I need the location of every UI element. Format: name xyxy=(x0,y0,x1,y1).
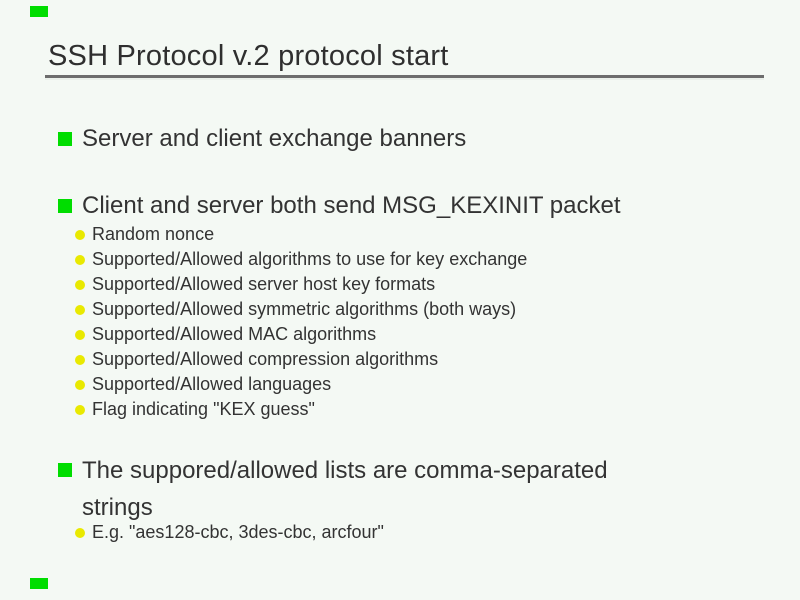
yellow-dot-bullet-icon xyxy=(75,279,85,290)
bullet-label: Client and server both send MSG_KEXINIT … xyxy=(82,191,621,219)
yellow-dot-bullet-icon xyxy=(75,329,85,340)
bullet-item: Client and server both send MSG_KEXINIT … xyxy=(58,191,621,220)
sub-bullet-list: E.g. "aes128-cbc, 3des-cbc, arcfour" xyxy=(75,520,384,545)
green-marker-bottom-icon xyxy=(30,578,48,589)
sub-bullet-list: Random nonce Supported/Allowed algorithm… xyxy=(75,222,527,422)
sub-bullet-item: Supported/Allowed algorithms to use for … xyxy=(75,247,527,272)
title-rule xyxy=(45,75,764,80)
sub-bullet-item: Supported/Allowed server host key format… xyxy=(75,272,527,297)
sub-bullet-label: Random nonce xyxy=(92,224,215,244)
sub-bullet-item: E.g. "aes128-cbc, 3des-cbc, arcfour" xyxy=(75,520,384,545)
bullet-label: Server and client exchange banners xyxy=(82,124,467,152)
yellow-dot-bullet-icon xyxy=(75,229,85,240)
page-title: SSH Protocol v.2 protocol start xyxy=(48,40,449,72)
sub-bullet-label: Flag indicating "KEX guess" xyxy=(92,399,315,419)
yellow-dot-bullet-icon xyxy=(75,527,85,538)
sub-bullet-label: Supported/Allowed MAC algorithms xyxy=(92,324,377,344)
sub-bullet-item: Supported/Allowed symmetric algorithms (… xyxy=(75,297,527,322)
green-square-bullet-icon xyxy=(58,131,72,146)
sub-bullet-label: Supported/Allowed algorithms to use for … xyxy=(92,249,528,269)
sub-bullet-label: Supported/Allowed server host key format… xyxy=(92,274,436,294)
sub-bullet-label: Supported/Allowed compression algorithms xyxy=(92,349,439,369)
yellow-dot-bullet-icon xyxy=(75,254,85,265)
sub-bullet-item: Random nonce xyxy=(75,222,527,247)
green-square-bullet-icon xyxy=(58,198,72,213)
green-marker-top-icon xyxy=(30,6,48,17)
sub-bullet-item: Supported/Allowed languages xyxy=(75,372,527,397)
yellow-dot-bullet-icon xyxy=(75,354,85,365)
yellow-dot-bullet-icon xyxy=(75,404,85,415)
sub-bullet-label: E.g. "aes128-cbc, 3des-cbc, arcfour" xyxy=(92,522,384,542)
bullet-label: The suppored/allowed lists are comma-sep… xyxy=(82,457,608,521)
sub-bullet-item: Supported/Allowed MAC algorithms xyxy=(75,322,527,347)
sub-bullet-item: Supported/Allowed compression algorithms xyxy=(75,347,527,372)
yellow-dot-bullet-icon xyxy=(75,379,85,390)
sub-bullet-item: Flag indicating "KEX guess" xyxy=(75,397,527,422)
sub-bullet-label: Supported/Allowed symmetric algorithms (… xyxy=(92,299,517,319)
bullet-item: The suppored/allowed lists are comma-sep… xyxy=(58,452,682,526)
green-square-bullet-icon xyxy=(58,463,72,477)
yellow-dot-bullet-icon xyxy=(75,304,85,315)
bullet-item: Server and client exchange banners xyxy=(58,124,466,153)
sub-bullet-label: Supported/Allowed languages xyxy=(92,374,332,394)
